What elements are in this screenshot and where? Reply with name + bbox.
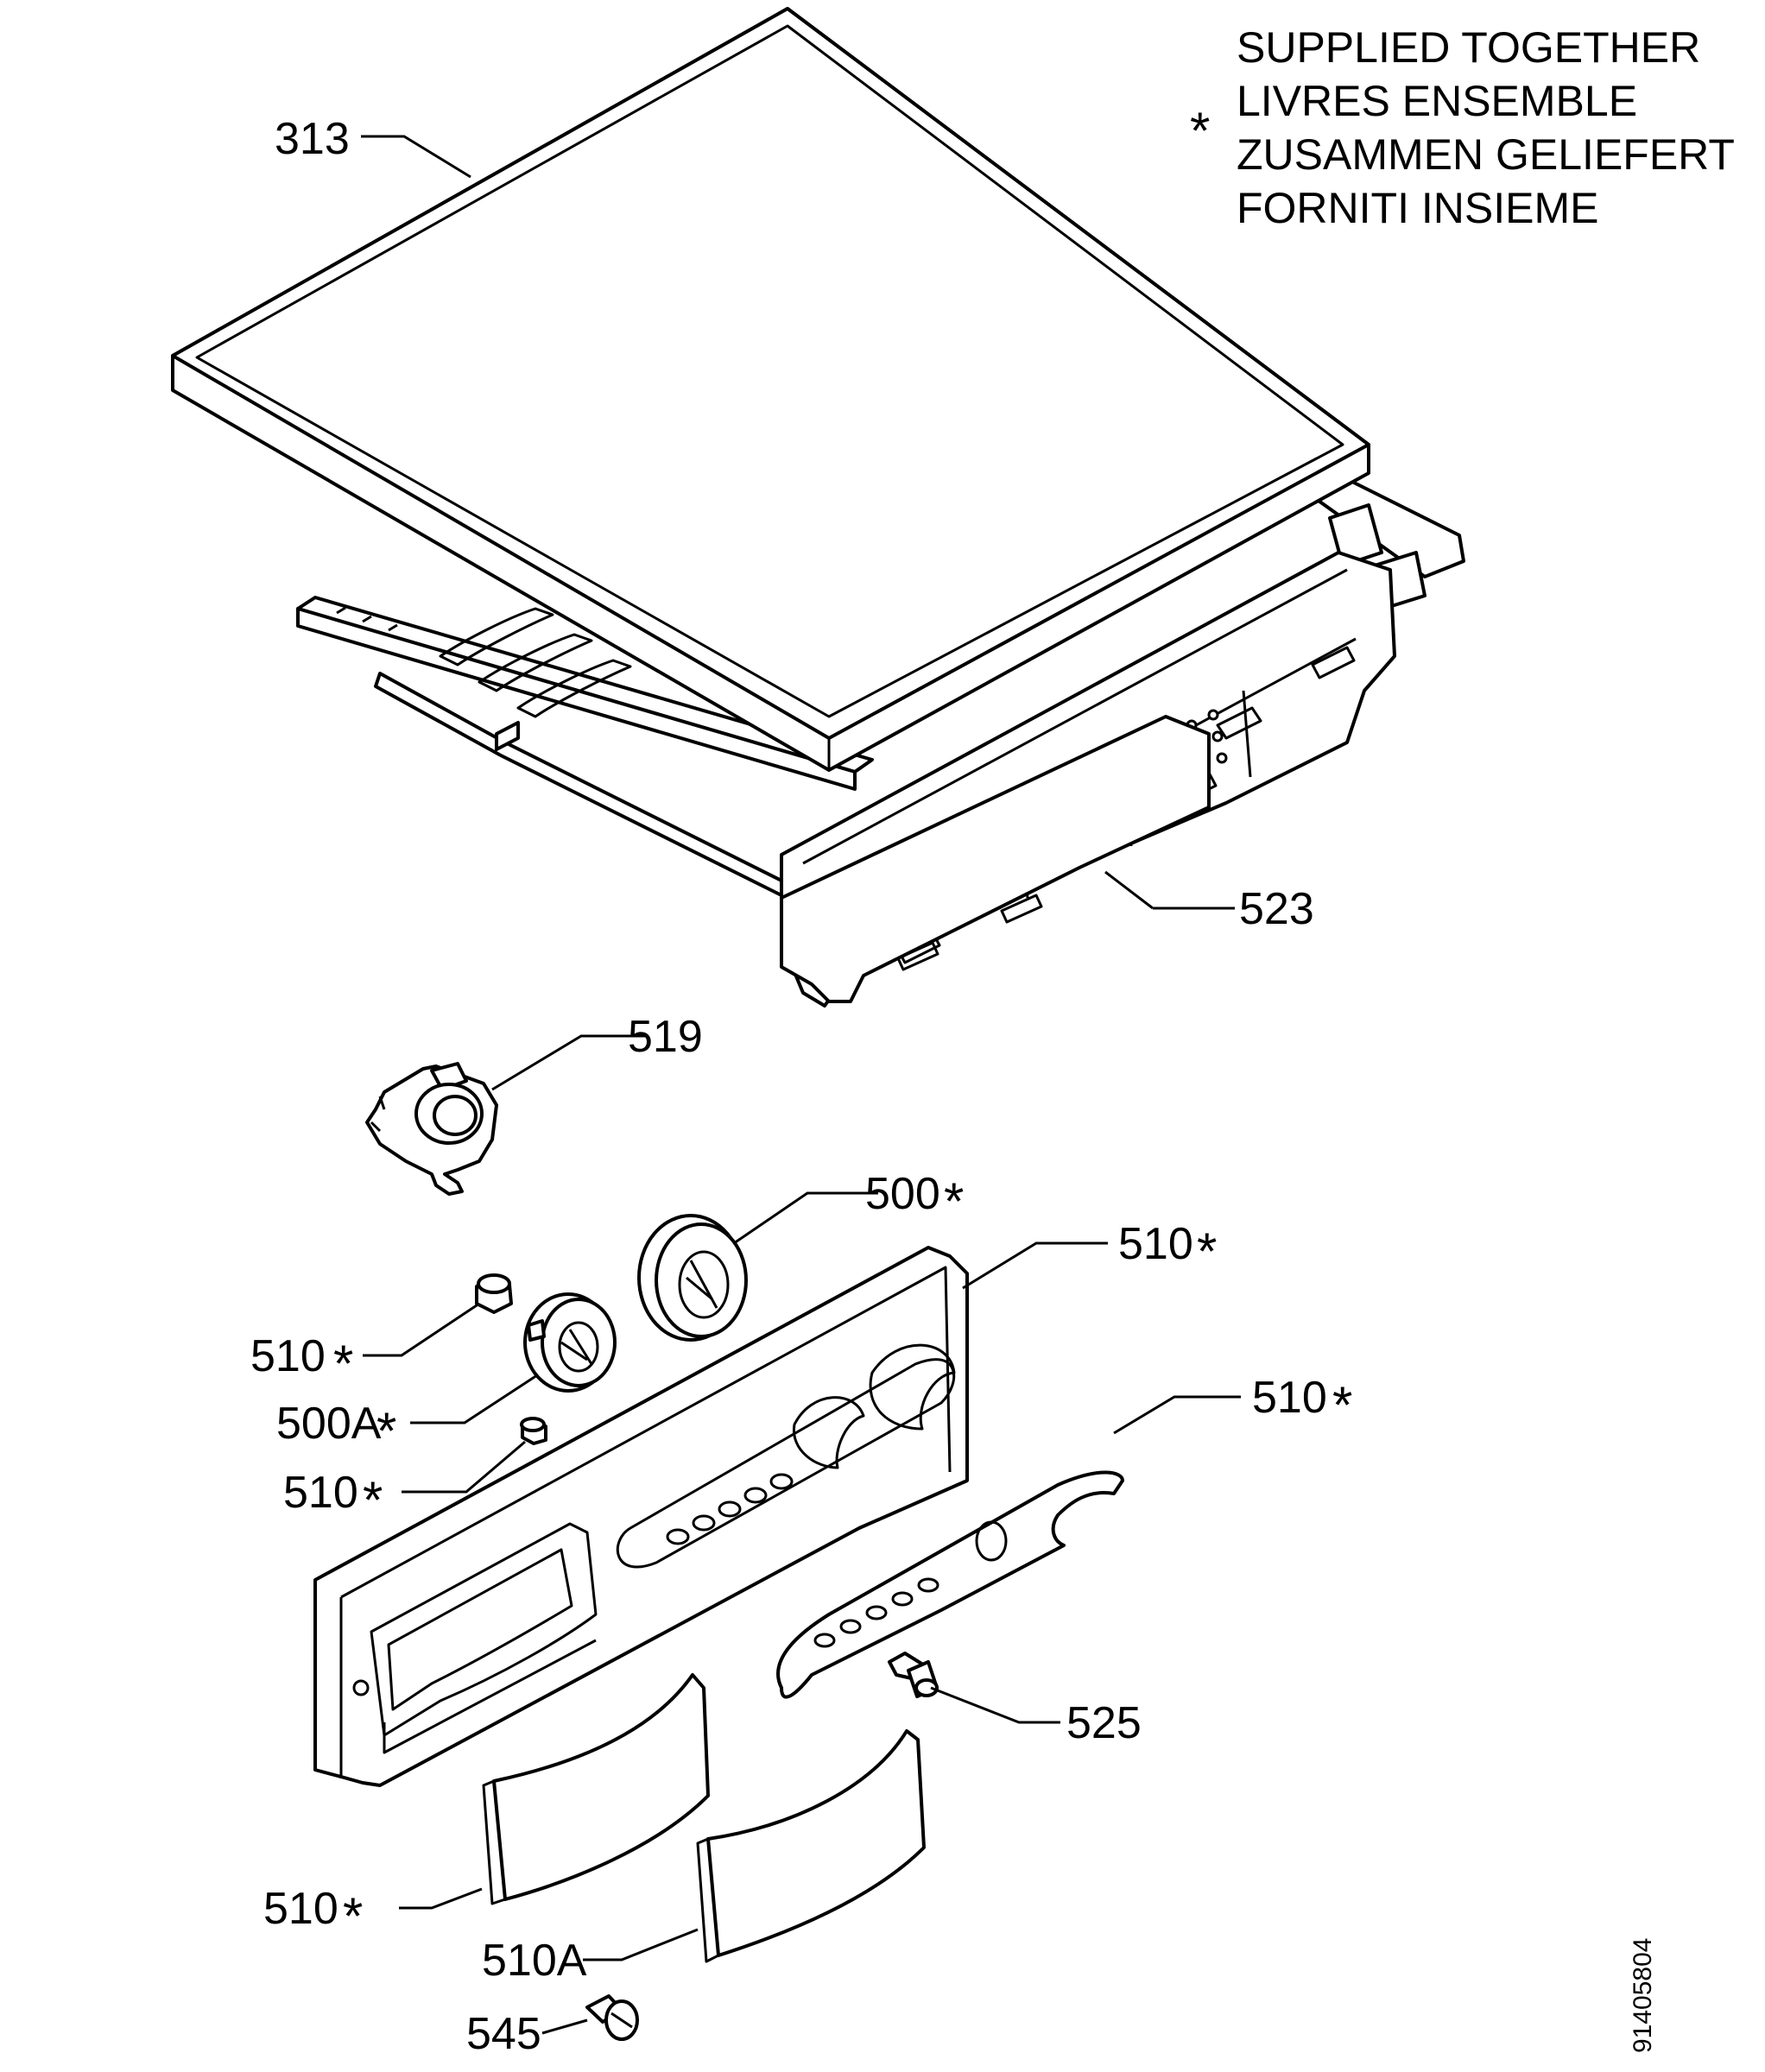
label-510-knob-cap-asterisk: * — [333, 1335, 353, 1393]
label-510-cover-asterisk: * — [343, 1887, 363, 1945]
label-519: 519 — [628, 1012, 703, 1062]
label-510-plate-asterisk: * — [1332, 1376, 1352, 1434]
label-510-knob-cap: 510 — [250, 1331, 326, 1381]
part-510a-cover — [696, 1729, 926, 1963]
legend-line-2: LIVRES ENSEMBLE — [1237, 77, 1637, 125]
label-510-indicator-asterisk: * — [363, 1471, 383, 1529]
legend-line-1: SUPPLIED TOGETHER — [1237, 23, 1700, 72]
part-510-knob-cap — [475, 1273, 513, 1314]
label-510-plate: 510 — [1252, 1373, 1327, 1423]
label-545: 545 — [466, 2009, 541, 2059]
part-500-large-knob — [637, 1214, 748, 1342]
part-labels: 313 523 519 500 * 510 * 510 * 500A * 510… — [250, 114, 1352, 2059]
legend-asterisk: * — [1190, 102, 1210, 160]
part-510-indicator — [520, 1417, 547, 1445]
legend-line-3: ZUSAMMEN GELIEFERT — [1237, 130, 1735, 179]
part-510-decor-plate — [776, 1470, 1124, 1699]
label-523: 523 — [1239, 884, 1314, 934]
legend: * SUPPLIED TOGETHER LIVRES ENSEMBLE ZUSA… — [1190, 23, 1735, 232]
label-510a: 510A — [482, 1936, 587, 1986]
label-510-panel-asterisk: * — [1197, 1222, 1217, 1280]
label-500a-asterisk: * — [376, 1402, 396, 1460]
document-id: 91405804 — [1629, 1938, 1657, 2053]
part-519-switch-holder — [365, 1062, 498, 1196]
part-510-drawer-cover — [482, 1673, 710, 1905]
label-500: 500 — [865, 1169, 940, 1219]
label-510-panel: 510 — [1118, 1219, 1193, 1269]
part-545-screw — [585, 1994, 639, 2041]
label-510-indicator: 510 — [283, 1468, 358, 1518]
part-510-control-panel — [313, 1246, 969, 1787]
part-500a-small-knob — [523, 1292, 617, 1393]
label-500-asterisk: * — [944, 1172, 964, 1230]
part-313-top-cover — [171, 7, 1370, 772]
label-313: 313 — [275, 114, 350, 164]
part-525-push-rod — [888, 1652, 939, 1698]
label-500a: 500A — [276, 1399, 382, 1449]
label-510-cover: 510 — [263, 1884, 338, 1934]
legend-line-4: FORNITI INSIEME — [1237, 184, 1598, 232]
label-525: 525 — [1066, 1698, 1142, 1748]
leader-lines — [361, 135, 1241, 2035]
part-523-panel-frame — [296, 477, 1465, 1008]
